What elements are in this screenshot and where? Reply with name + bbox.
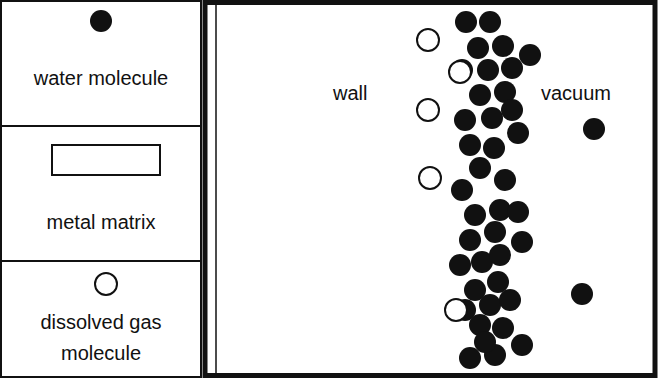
gas-molecules: [417, 29, 471, 321]
legend-text: dissolved gas molecule: [26, 307, 176, 369]
chamber-border: [205, 3, 655, 376]
legend-text: water molecule: [26, 63, 176, 94]
region-label: wall: [333, 82, 367, 105]
wall-edge: [215, 5, 217, 375]
water-molecules: [449, 11, 605, 369]
legend-text: metal matrix: [26, 207, 176, 238]
gas-sample: [95, 273, 117, 295]
water-sample: [90, 10, 112, 32]
legend-frame: [1, 1, 201, 377]
region-label: vacuum: [541, 82, 611, 105]
metal-sample: [52, 145, 160, 175]
